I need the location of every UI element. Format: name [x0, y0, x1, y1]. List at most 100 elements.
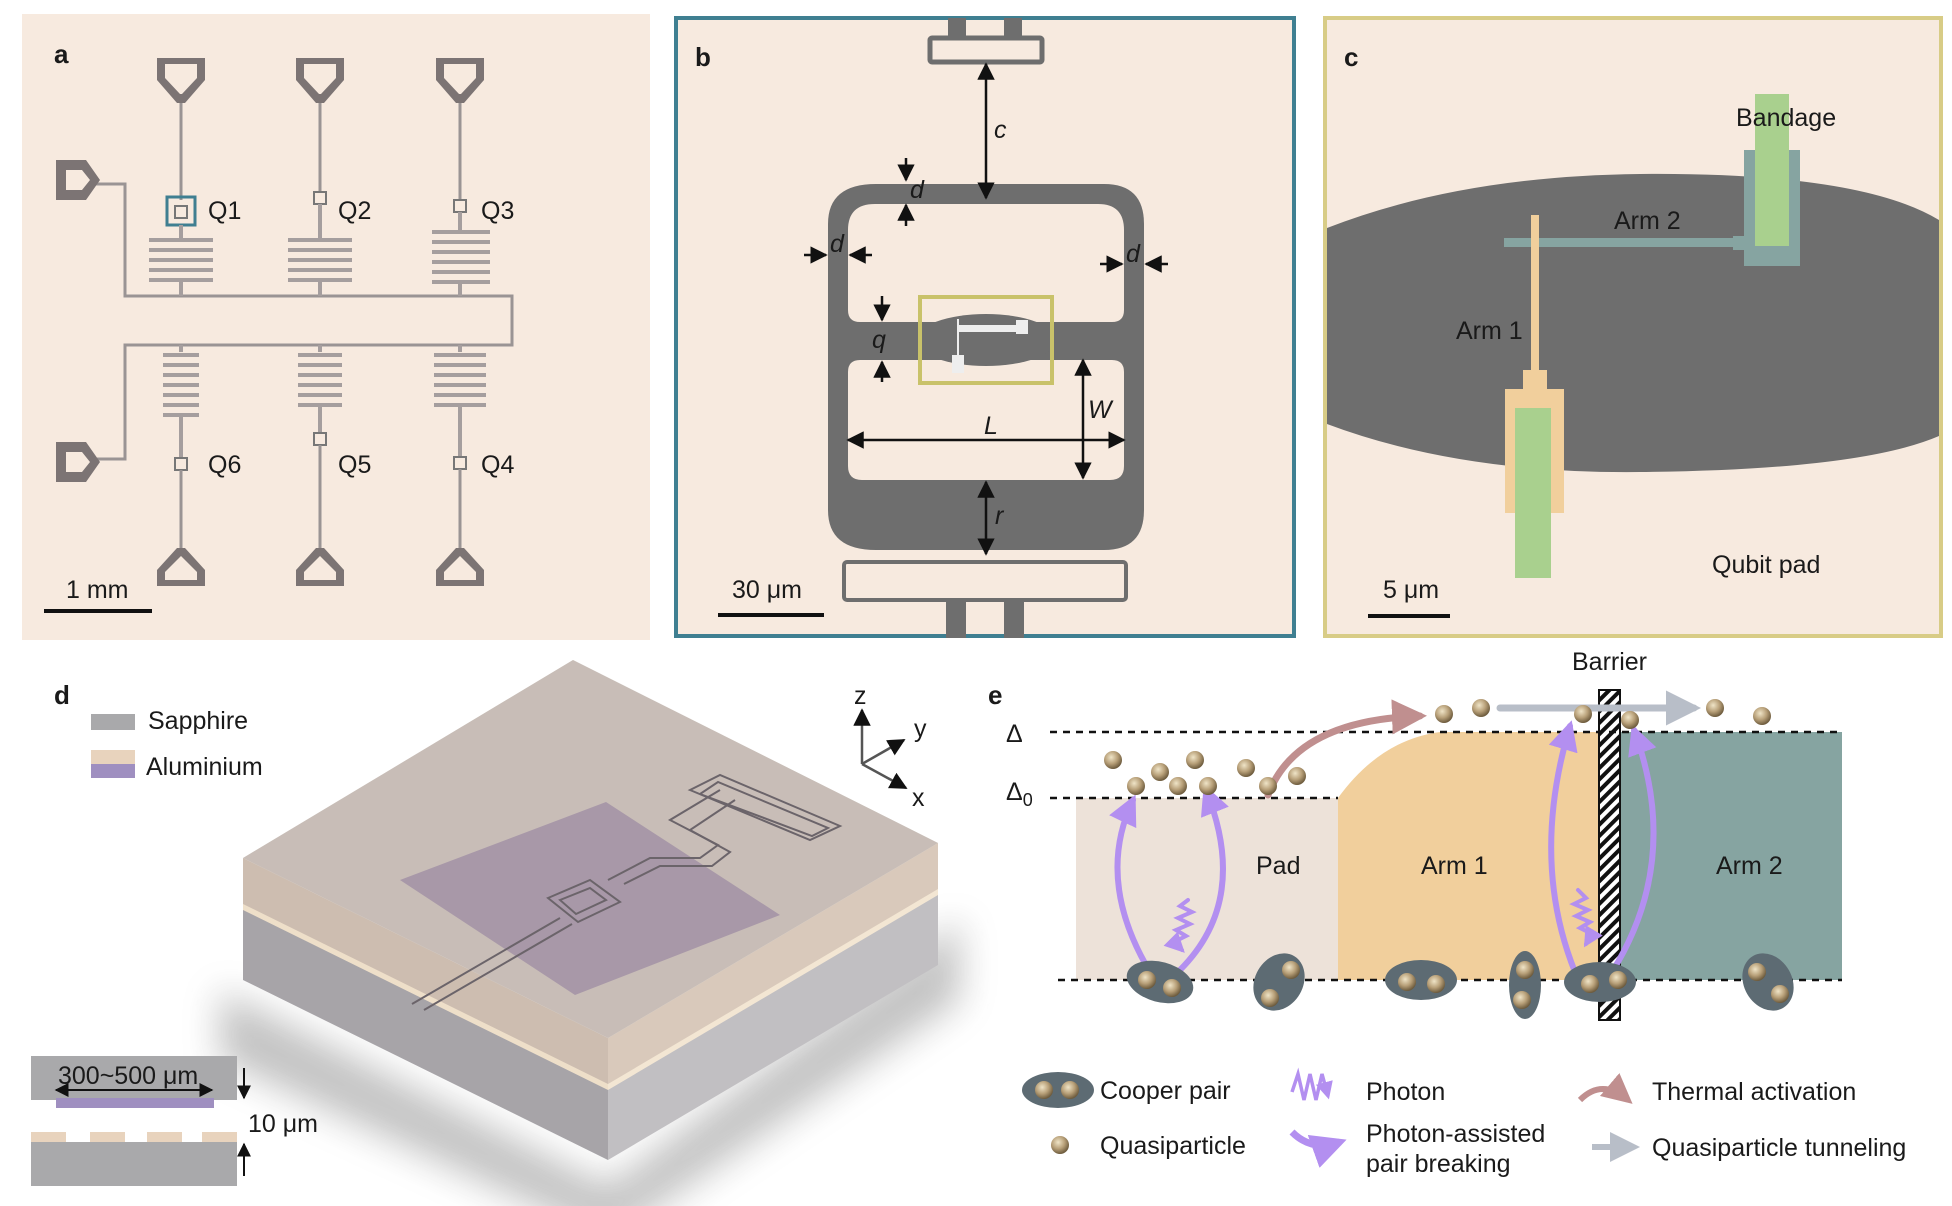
legend-tunneling: Quasiparticle tunneling	[1652, 1134, 1906, 1162]
qubit-label-q2: Q2	[338, 197, 371, 225]
panel-e-label: e	[988, 680, 1002, 710]
region-arm-1	[1338, 732, 1610, 980]
qubit-column-q1	[149, 58, 213, 296]
quasiparticle-dot	[1621, 711, 1639, 729]
thickness-gap-label: 10 μm	[248, 1110, 318, 1138]
quasiparticle-dot	[1138, 971, 1156, 989]
legend-pab-line2: pair breaking	[1366, 1150, 1511, 1178]
quasiparticle-dot	[1706, 699, 1724, 717]
scale-bar-c-text: 5 μm	[1383, 576, 1439, 604]
quasiparticles	[1104, 699, 1789, 1009]
label-arm-2-region: Arm 2	[1716, 852, 1783, 880]
quasiparticle-dot	[1472, 699, 1490, 717]
dim-d-right: d	[1126, 240, 1141, 268]
qubit-label-q6: Q6	[208, 451, 241, 479]
quasiparticle-dot	[1581, 975, 1599, 993]
label-arm-1: Arm 1	[1456, 317, 1523, 345]
region-arm-2	[1620, 732, 1842, 980]
legend-thermal: Thermal activation	[1652, 1078, 1856, 1106]
quasiparticle-dot	[1163, 979, 1181, 997]
label-delta-0: Δ0	[1006, 778, 1033, 810]
dim-r: r	[995, 502, 1005, 530]
qubit-column-q6	[157, 345, 205, 586]
thermal-activation-arrow	[1264, 699, 1427, 799]
dim-q: q	[872, 326, 886, 354]
transmon-metal	[828, 184, 1144, 550]
quasiparticle-dot	[1748, 963, 1766, 981]
dim-c: c	[994, 116, 1007, 144]
qubit-column-q4	[434, 345, 486, 586]
panel-d-label: d	[54, 680, 70, 710]
quasiparticle-dot	[1127, 777, 1145, 795]
quasiparticle-dot	[1199, 777, 1217, 795]
quasiparticle-dot	[1288, 767, 1306, 785]
legend-quasiparticle-icon	[1051, 1136, 1069, 1154]
legend-thermal-icon	[1577, 1073, 1633, 1104]
axes-icon	[853, 708, 908, 790]
scale-bar-b-text: 30 μm	[732, 576, 802, 604]
bandage-bottom	[1515, 408, 1551, 578]
legend-cooper-pair-icon	[1022, 1072, 1094, 1108]
legend-aluminium: Aluminium	[146, 753, 263, 781]
dim-d-top: d	[910, 176, 925, 204]
scale-bar-a-text: 1 mm	[66, 576, 129, 604]
panel-a-label: a	[54, 39, 69, 69]
region-pad	[1076, 798, 1338, 980]
qubit-column-q3	[432, 58, 490, 296]
legend-pab-line1: Photon-assisted	[1366, 1120, 1545, 1148]
legend-swatch-sapphire	[91, 714, 135, 730]
panel-c: c Bandage Arm 2 Arm 1 Qubit pad 5 μm	[1323, 16, 1943, 638]
quasiparticle-dot	[1261, 989, 1279, 1007]
label-barrier: Barrier	[1572, 648, 1647, 676]
arm-1-line	[1531, 215, 1539, 375]
dimension-arrows	[804, 62, 1168, 556]
launch-pad-top	[56, 160, 100, 200]
qubit-label-q1: Q1	[208, 197, 241, 225]
axis-x: x	[912, 784, 925, 812]
quasiparticle-dot	[1282, 961, 1300, 979]
quasiparticle-dot	[1427, 975, 1445, 993]
label-arm-2: Arm 2	[1614, 207, 1681, 235]
dim-w: W	[1088, 396, 1114, 424]
bandage-top	[1755, 94, 1789, 246]
quasiparticle-dot	[1609, 971, 1627, 989]
legend-photon: Photon	[1366, 1078, 1445, 1106]
qubit-column-q2	[288, 58, 352, 296]
panel-b-label: b	[695, 42, 711, 72]
quasiparticle-dot	[1169, 777, 1187, 795]
quasiparticle-dot	[1151, 763, 1169, 781]
quasiparticle-dot	[1186, 751, 1204, 769]
quasiparticle-dot	[1513, 991, 1531, 1009]
launch-pad-bottom	[56, 442, 100, 482]
label-pad: Pad	[1256, 852, 1300, 880]
quasiparticle-dot	[1435, 705, 1453, 723]
dim-d-left: d	[830, 230, 845, 258]
legend-quasiparticle: Quasiparticle	[1100, 1132, 1246, 1160]
panel-e-legend	[1022, 1067, 1640, 1168]
legend-photon-icon	[1290, 1067, 1333, 1101]
quasiparticle-dot	[1516, 961, 1534, 979]
axis-z: z	[854, 682, 867, 710]
quasiparticle-dot	[1398, 973, 1416, 991]
label-bandage: Bandage	[1736, 104, 1836, 132]
panel-a-background	[22, 14, 650, 640]
qubit-column-q5	[296, 345, 344, 586]
quasiparticle-dot	[1237, 759, 1255, 777]
thickness-inset	[31, 1056, 251, 1186]
feedline	[95, 182, 514, 461]
legend-pab-icon	[1289, 1129, 1347, 1168]
qubit-label-q4: Q4	[481, 451, 514, 479]
qubit-label-q3: Q3	[481, 197, 514, 225]
arm-2-line	[1504, 238, 1744, 247]
process-arrows	[1109, 690, 1701, 975]
quasiparticle-dot	[1574, 705, 1592, 723]
label-delta: Δ	[1006, 720, 1023, 748]
legend-sapphire: Sapphire	[148, 707, 248, 735]
quasiparticle-dot	[1753, 707, 1771, 725]
panel-b: b c d	[674, 16, 1296, 638]
dim-l: L	[984, 412, 998, 440]
legend-swatch-aluminium	[91, 750, 135, 764]
panel-c-label: c	[1344, 42, 1358, 72]
label-qubit-pad: Qubit pad	[1712, 551, 1820, 579]
